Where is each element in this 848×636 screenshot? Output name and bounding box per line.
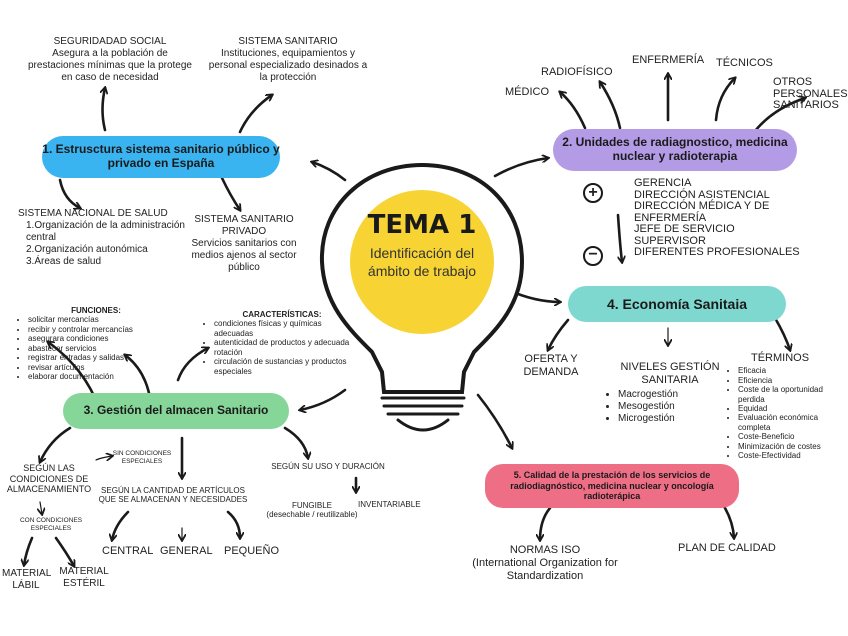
sistema-privado-text: Servicios sanitarios con medios ajenos a… — [191, 238, 297, 273]
seguridad-social-text: Asegura a la población de prestaciones m… — [28, 48, 192, 83]
minus-circle-icon: − — [583, 246, 603, 266]
fungible-label: FUNGIBLE — [291, 501, 332, 510]
nacional-item: 2.Organización autonómica — [26, 244, 148, 255]
center-title: TEMA 1 — [367, 210, 477, 240]
terminos-item: Minimización de costes — [738, 442, 846, 451]
caracteristicas-item: circulación de sustancias y productos es… — [214, 357, 362, 376]
almacen-central: CENTRAL — [102, 545, 154, 557]
funciones-item: elaborar documentación — [28, 372, 176, 381]
role-enfermeria: ENFERMERÍA — [632, 54, 705, 66]
almacen-general: GENERAL — [160, 545, 213, 557]
funciones-item: asegurara condiciones — [28, 334, 176, 343]
sistema-privado-box: SISTEMA SANITARIO PRIVADO Servicios sani… — [180, 214, 308, 274]
role-otros: OTROS PERSONALES SANITARIOS — [773, 76, 848, 112]
normas-iso-title: NORMAS ISO — [509, 544, 581, 556]
uso-label: SEGÚN SU USO Y DURACIÓN — [271, 462, 385, 471]
almacen-pequeno: PEQUEÑO — [224, 545, 280, 557]
terminos-box: TÉRMINOS Eficacia Eficiencia Coste de la… — [726, 352, 846, 461]
funciones-item: registrar entradas y salidas — [28, 353, 176, 362]
hierarchy-item: JEFE DE SERVICIO — [634, 223, 735, 236]
node-4-pill[interactable]: 4. Economía Sanitaia — [568, 286, 786, 322]
funciones-item: abastecer servicios — [28, 344, 176, 353]
normas-iso-box: NORMAS ISO (International Organization f… — [460, 544, 630, 584]
hierarchy-item: DIRECCIÓN ASISTENCIAL — [634, 188, 770, 201]
funciones-item: recibir y controlar mercancías — [28, 325, 176, 334]
funciones-box: FUNCIONES: solicitar mercancías recibir … — [16, 306, 176, 382]
terminos-title: TÉRMINOS — [750, 352, 810, 364]
caracteristicas-box: CARACTERÍSTICAS: condiciones físicas y q… — [202, 310, 362, 376]
sistema-sanitario-box: SISTEMA SANITARIO Instituciones, equipam… — [205, 36, 371, 84]
terminos-item: Eficacia — [738, 366, 846, 375]
terminos-item: Coste-Beneficio — [738, 432, 846, 441]
sistema-sanitario-text: Instituciones, equipamientos y personal … — [208, 48, 368, 83]
seguridad-social-box: SEGURIDADAD SOCIAL Asegura a la població… — [28, 36, 192, 84]
fungible-note: (desechable / reutilizable) — [266, 510, 358, 520]
funciones-item: revisar artículos — [28, 363, 176, 372]
node-5-pill[interactable]: 5. Calidad de la prestación de los servi… — [485, 464, 739, 508]
condiciones-label: SEGÚN LAS CONDICIONES DE ALMACENAMIENTO — [6, 463, 92, 495]
node-3-pill[interactable]: 3. Gestión del almacen Sanitario — [63, 393, 289, 429]
node-1-pill[interactable]: 1. Estrusctura sistema sanitario público… — [42, 136, 280, 178]
caracteristicas-title: CARACTERÍSTICAS: — [242, 310, 322, 319]
sistema-nacional-title: SISTEMA NACIONAL DE SALUD — [18, 208, 168, 219]
sin-condiciones-label: SIN CONDICIONES ESPECIALES — [112, 450, 172, 465]
role-radiofisico: RADIOFÍSICO — [541, 66, 613, 78]
caracteristicas-item: condiciones físicas y químicas adecuadas — [214, 319, 362, 338]
role-medico: MÉDICO — [505, 86, 549, 98]
inventariable-label: INVENTARIABLE — [358, 500, 421, 509]
center-subtitle: Identificación del ámbito de trabajo — [367, 245, 477, 279]
sistema-sanitario-title: SISTEMA SANITARIO — [238, 36, 338, 47]
terminos-item: Evaluación económica completa — [738, 413, 846, 432]
fungible-box: FUNGIBLE (desechable / reutilizable) — [254, 501, 370, 520]
nacional-item: 3.Áreas de salud — [26, 256, 102, 267]
role-tecnicos: TÉCNICOS — [716, 57, 773, 69]
terminos-item: Coste-Efectividad — [738, 451, 846, 460]
terminos-item: Coste de la oportunidad perdida — [738, 385, 846, 404]
caracteristicas-item: autenticidad de productos y adecuada rot… — [214, 338, 362, 357]
niveles-item: Microgestión — [618, 413, 734, 425]
hierarchy-item: SUPERVISOR — [634, 234, 706, 247]
hierarchy-list: GERENCIA DIRECCIÓN ASISTENCIAL DIRECCIÓN… — [634, 177, 834, 259]
sistema-privado-title: SISTEMA SANITARIO PRIVADO — [194, 214, 294, 237]
sistema-nacional-box: SISTEMA NACIONAL DE SALUD 1.Organización… — [18, 208, 186, 268]
cantidad-label: SEGÚN LA CANTIDAD DE ARTÍCULOS QUE SE AL… — [98, 486, 248, 505]
terminos-item: Eficiencia — [738, 376, 846, 385]
niveles-box: NIVELES GESTIÓN SANITARIA Macrogestión M… — [606, 361, 734, 425]
niveles-item: Mesogestión — [618, 401, 734, 413]
node-2-pill[interactable]: 2. Unidades de radiagnostico, medicina n… — [553, 129, 797, 171]
terminos-item: Equidad — [738, 404, 846, 413]
hierarchy-item: DIRECCIÓN MÉDICA Y DE ENFERMERÍA — [634, 200, 770, 224]
hierarchy-item: DIFERENTES PROFESIONALES — [634, 246, 800, 259]
plus-circle-icon: + — [583, 183, 603, 203]
nacional-item: 1.Organización de la administración cent… — [26, 220, 185, 243]
seguridad-social-title: SEGURIDADAD SOCIAL — [53, 36, 167, 47]
funciones-title: FUNCIONES: — [71, 306, 121, 315]
oferta-demanda: OFERTA Y DEMANDA — [523, 353, 579, 379]
funciones-item: solicitar mercancías — [28, 315, 176, 324]
material-esteril: MATERIAL ESTÉRIL — [59, 566, 109, 589]
niveles-item: Macrogestión — [618, 389, 734, 401]
hierarchy-item: GERENCIA — [634, 177, 692, 189]
material-labil: MATERIAL LÁBIL — [2, 568, 52, 591]
plan-calidad: PLAN DE CALIDAD — [678, 542, 776, 554]
niveles-title: NIVELES GESTIÓN SANITARIA — [620, 361, 720, 387]
con-condiciones-label: CON CONDICIONES ESPECIALES — [19, 517, 83, 532]
normas-iso-sub: (International Organization for Standard… — [472, 557, 618, 583]
